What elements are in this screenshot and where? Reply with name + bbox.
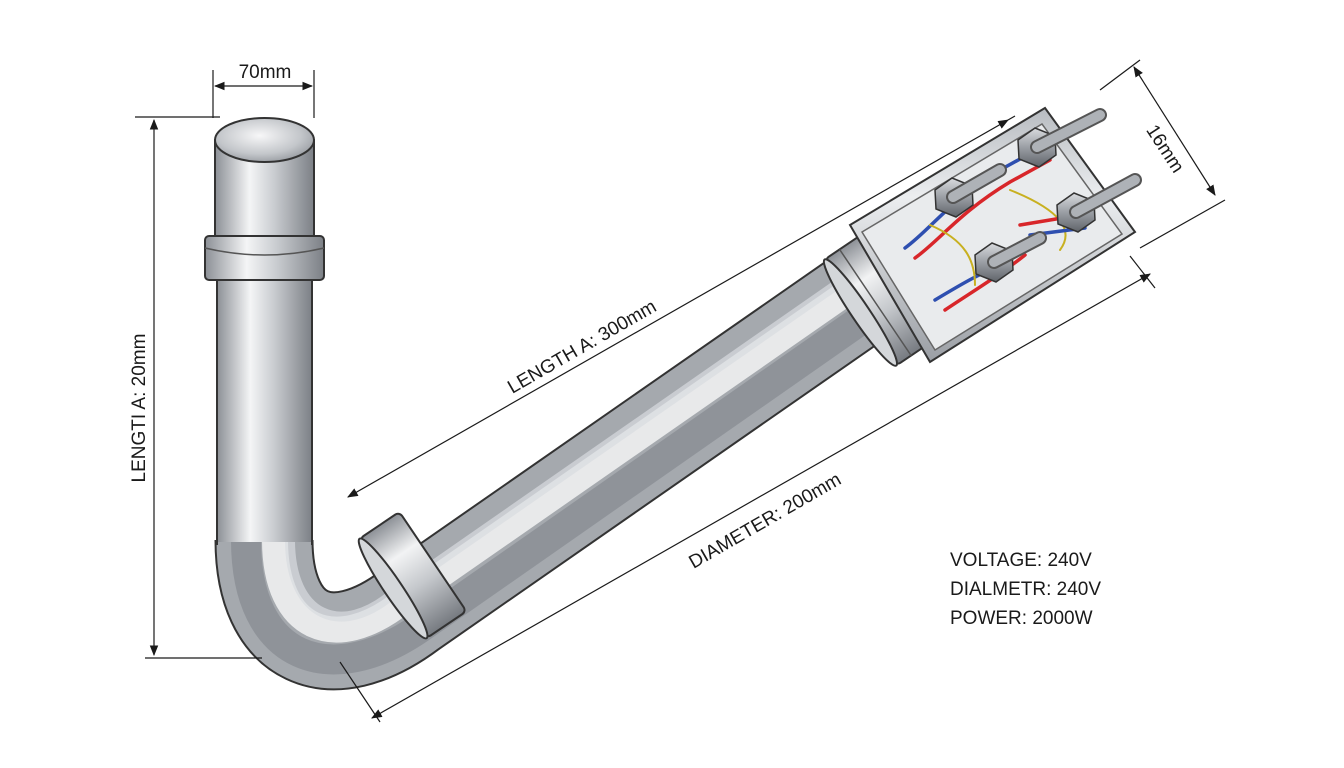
diameter-label: DIAMETER: 200mm [685, 469, 845, 573]
vertical-length-label: LENGTI A: 20mm [129, 334, 150, 483]
heater-tube [214, 249, 899, 691]
head-size-label: 16mm [1141, 121, 1187, 177]
terminal-stud-4 [1056, 173, 1142, 233]
top-collar [204, 235, 325, 281]
spec-power: POWER: 2000W [950, 608, 1093, 629]
length-a-label: LENGTH A: 300mm [504, 296, 660, 398]
spec-voltage: VOLTAGE: 240V [950, 550, 1092, 571]
top-width-label: 70mm [239, 62, 292, 83]
dimension-lines [135, 59, 1226, 723]
top-end-cap [214, 117, 315, 241]
terminal-stud-2 [1017, 108, 1107, 168]
spec-diameter: DIALMETR: 240V [950, 579, 1101, 600]
spec-list: VOLTAGE: 240V DIALMETR: 240V POWER: 2000… [950, 546, 1101, 633]
